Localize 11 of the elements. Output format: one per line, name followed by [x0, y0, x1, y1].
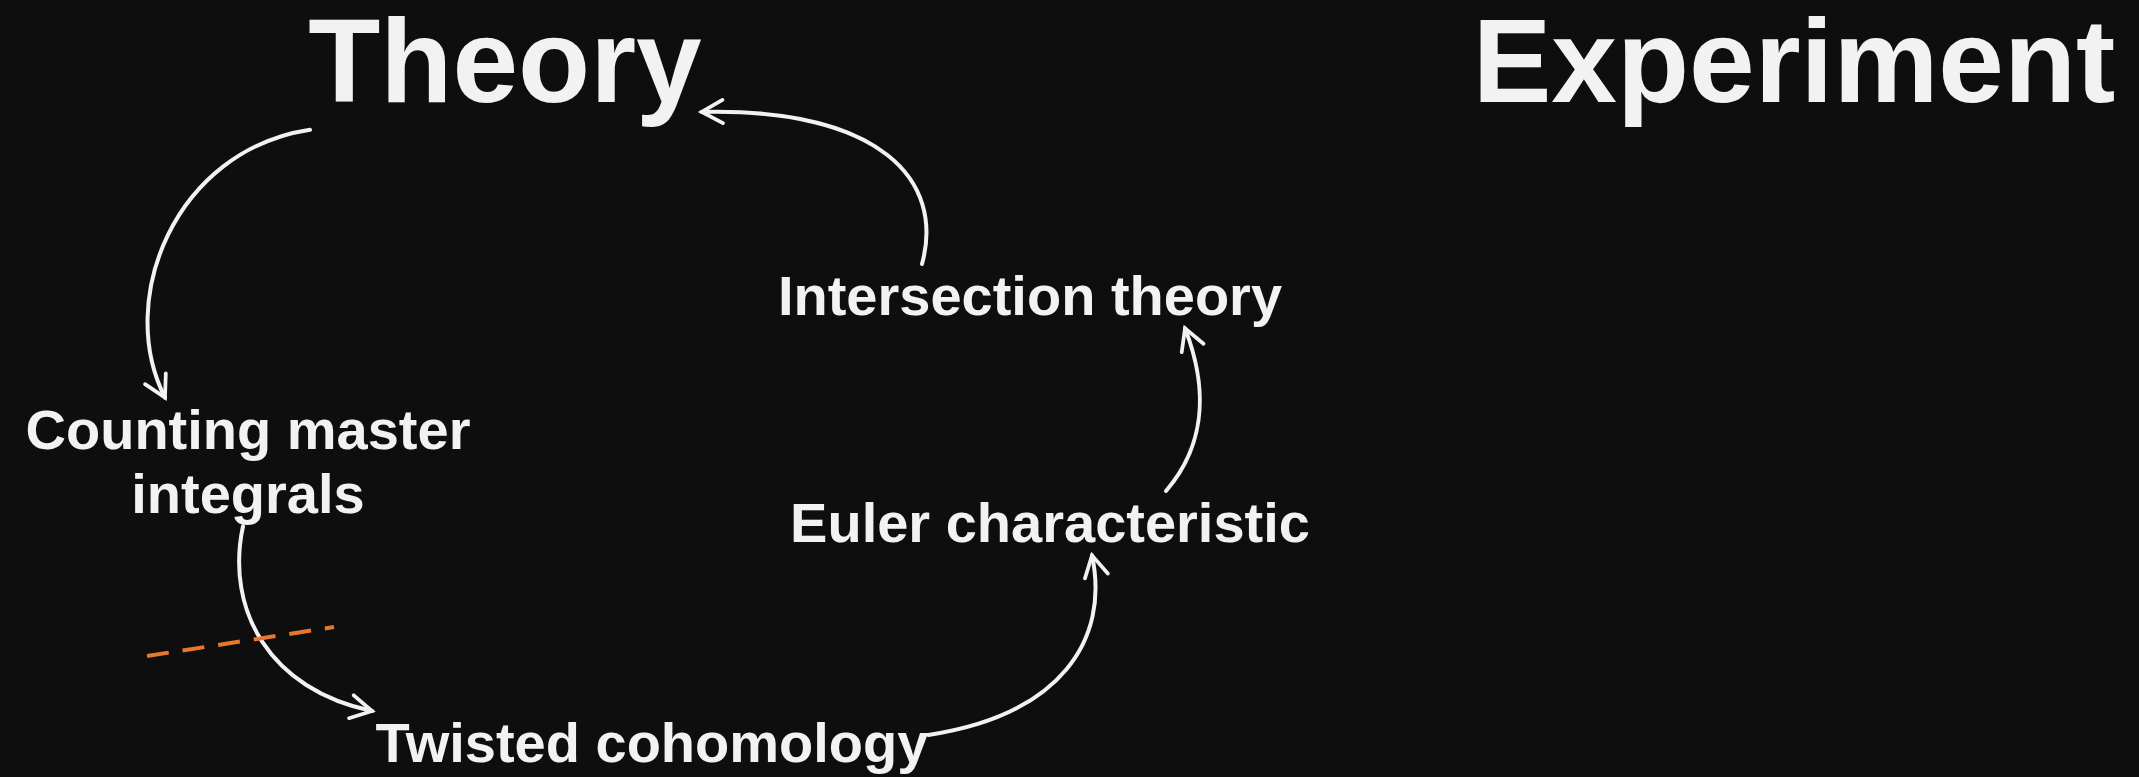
heading-text: Theory: [295, 0, 715, 130]
topic-label: Intersection theory: [740, 264, 1320, 329]
heading-text: Experiment: [1449, 0, 2139, 130]
curved-arrow: [926, 553, 1109, 737]
curved-arrow: [144, 127, 312, 400]
topic-label: Euler characteristic: [755, 491, 1345, 556]
curved-arrow: [699, 98, 929, 266]
topic-label: Counting master integrals: [3, 397, 493, 527]
curved-arrow: [1164, 326, 1205, 493]
topic-label: Twisted cohomology: [342, 711, 962, 776]
curved-arrow: [237, 524, 374, 719]
